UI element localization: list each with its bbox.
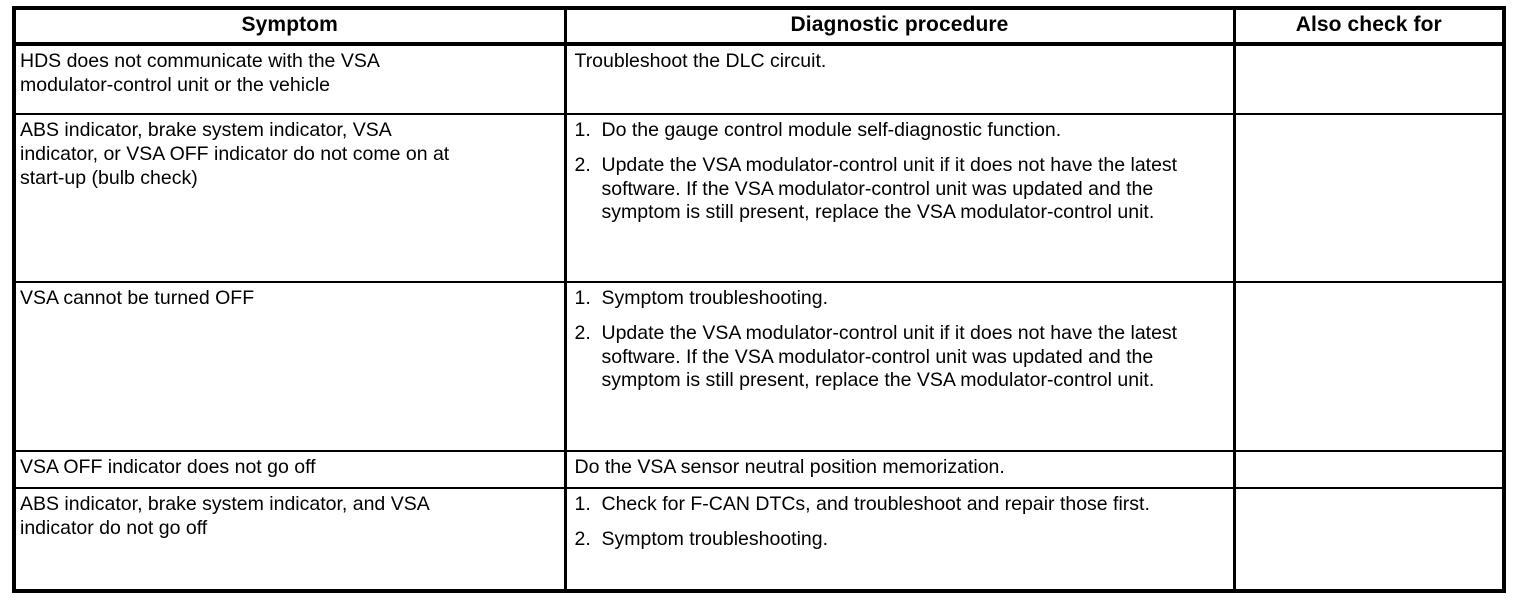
step-number: 2. [574, 321, 591, 344]
table-row: ABS indicator, brake system indicator, V… [12, 114, 1506, 283]
cell-also-check-for [1232, 282, 1506, 452]
cell-diagnostic-procedure: 1. Check for F-CAN DTCs, and troubleshoo… [563, 488, 1236, 593]
cell-symptom: VSA OFF indicator does not go off [12, 451, 567, 489]
step-text: Update the VSA modulator-control unit if… [601, 321, 1178, 392]
procedure-step: 2. Update the VSA modulator-control unit… [575, 322, 1228, 393]
table-row: ABS indicator, brake system indicator, a… [12, 488, 1506, 593]
column-header-also-check-for: Also check for [1232, 6, 1506, 46]
cell-symptom: HDS does not communicate with the VSA mo… [12, 44, 567, 115]
table-row: VSA OFF indicator does not go off Do the… [12, 451, 1506, 489]
step-text: Symptom troubleshooting. [601, 527, 829, 550]
cell-also-check-for [1232, 114, 1506, 283]
table-body: HDS does not communicate with the VSA mo… [12, 44, 1506, 593]
cell-diagnostic-procedure: Do the VSA sensor neutral position memor… [563, 451, 1236, 489]
procedure-step-list: 1. Check for F-CAN DTCs, and troubleshoo… [575, 493, 1228, 552]
cell-diagnostic-procedure: 1. Do the gauge control module self-diag… [563, 114, 1236, 283]
column-header-symptom: Symptom [12, 6, 567, 46]
symptom-text: VSA OFF indicator does not go off [20, 456, 316, 478]
procedure-step: 1. Symptom troubleshooting. [575, 287, 1228, 311]
cell-symptom: ABS indicator, brake system indicator, a… [12, 488, 567, 593]
cell-also-check-for [1232, 451, 1506, 489]
step-number: 1. [574, 119, 591, 141]
symptom-troubleshooting-table: Symptom Diagnostic procedure Also check … [12, 6, 1506, 593]
table-row: VSA cannot be turned OFF 1. Symptom trou… [12, 282, 1506, 452]
cell-also-check-for [1232, 44, 1506, 115]
symptom-text: HDS does not communicate with the VSA mo… [20, 50, 380, 96]
step-text: Update the VSA modulator-control unit if… [601, 153, 1178, 224]
symptom-text: VSA cannot be turned OFF [20, 287, 255, 309]
step-text: Check for F-CAN DTCs, and troubleshoot a… [601, 493, 1150, 515]
procedure-step: 2. Symptom troubleshooting. [575, 528, 1228, 552]
procedure-step-list: 1. Symptom troubleshooting. 2. Update th… [575, 287, 1228, 393]
table-header-row: Symptom Diagnostic procedure Also check … [12, 6, 1506, 46]
procedure-step: 2. Update the VSA modulator-control unit… [575, 154, 1228, 225]
procedure-text: Troubleshoot the DLC circuit. [574, 50, 827, 72]
cell-also-check-for [1232, 488, 1506, 593]
cell-symptom: ABS indicator, brake system indicator, V… [12, 114, 567, 283]
also-check-text [1241, 119, 1498, 120]
also-check-text [1241, 456, 1498, 457]
table-row: HDS does not communicate with the VSA mo… [12, 44, 1506, 115]
symptom-text: ABS indicator, brake system indicator, V… [20, 119, 450, 189]
cell-diagnostic-procedure: Troubleshoot the DLC circuit. [563, 44, 1236, 115]
table-header: Symptom Diagnostic procedure Also check … [12, 6, 1506, 46]
procedure-text: Do the VSA sensor neutral position memor… [574, 456, 1005, 478]
cell-symptom: VSA cannot be turned OFF [12, 282, 567, 452]
procedure-step: 1. Do the gauge control module self-diag… [575, 119, 1228, 143]
symptom-text: ABS indicator, brake system indicator, a… [20, 493, 430, 539]
step-number: 1. [574, 287, 591, 309]
also-check-text [1241, 287, 1498, 288]
step-number: 2. [574, 527, 591, 550]
also-check-text [1241, 50, 1498, 51]
also-check-text [1241, 493, 1498, 494]
column-header-diagnostic-procedure: Diagnostic procedure [563, 6, 1236, 46]
procedure-step: 1. Check for F-CAN DTCs, and troubleshoo… [575, 493, 1228, 517]
step-number: 1. [574, 493, 591, 515]
cell-diagnostic-procedure: 1. Symptom troubleshooting. 2. Update th… [563, 282, 1236, 452]
step-number: 2. [574, 153, 591, 176]
procedure-step-list: 1. Do the gauge control module self-diag… [575, 119, 1228, 225]
step-text: Symptom troubleshooting. [601, 287, 829, 309]
step-text: Do the gauge control module self-diagnos… [601, 119, 1062, 141]
